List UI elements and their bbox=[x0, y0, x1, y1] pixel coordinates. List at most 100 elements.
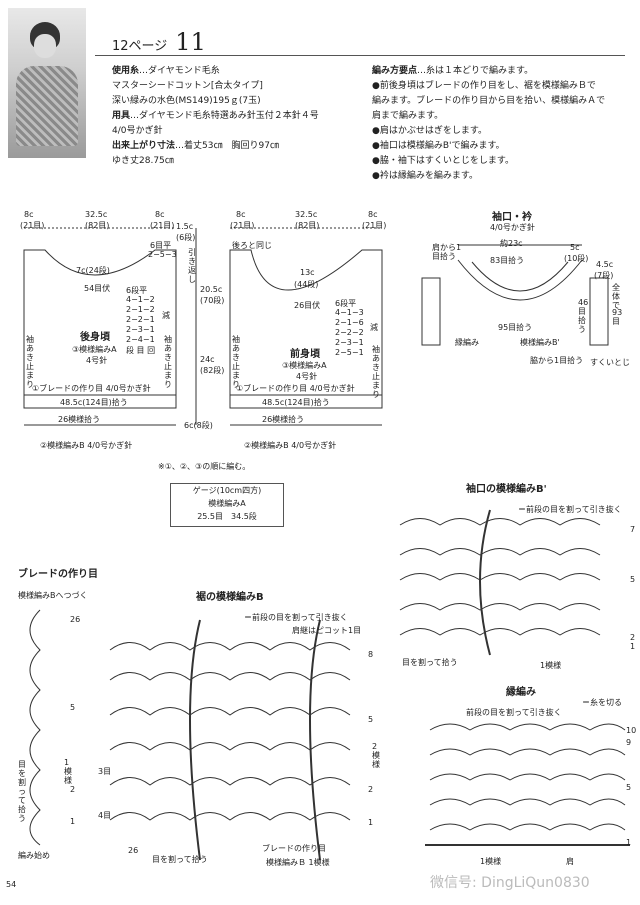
hem-legend-1: ＝前段の目を割って引き抜く bbox=[244, 613, 348, 622]
front-braid-cast-on: ①ブレードの作り目 4/0号かぎ針 bbox=[236, 384, 355, 393]
braid-row-1: 1 bbox=[70, 817, 76, 826]
point-2: ●肩はかぶせはぎをします。 bbox=[372, 126, 487, 136]
cuff-top-pick: 83目拾う bbox=[490, 256, 525, 265]
front-dec-4: 2−3−1 bbox=[335, 338, 364, 347]
edge-row-5: 5 bbox=[626, 783, 632, 792]
yarn-value: …ダイヤモンド毛糸 bbox=[139, 66, 220, 76]
front-pick-up: 26模様拾う bbox=[262, 415, 305, 424]
edge-one: 1模様 bbox=[480, 857, 502, 866]
hem-row-5: 5 bbox=[368, 715, 374, 724]
hem-row-1: 1 bbox=[368, 818, 374, 827]
back-shoulder-rows: (6段) bbox=[176, 233, 196, 242]
cuff-top-width: 約23c bbox=[500, 239, 523, 248]
back-hem-height: 6c(8段) bbox=[184, 421, 213, 430]
cuff-side-height: 4.5c bbox=[596, 260, 614, 269]
yarn-line2: マスターシードコットン[合太タイプ] bbox=[112, 81, 263, 91]
back-sleeve-open-right: 袖あき止まり bbox=[164, 335, 172, 389]
points-block: 編み方要点…糸は１本どりで編みます。 ●前後身頃はブレードの作り目をし、裾を模様… bbox=[372, 64, 627, 184]
cuffb-row-1: 1 bbox=[630, 642, 636, 651]
hem-pick-split: 目を割って拾う bbox=[152, 855, 208, 864]
cuff-pattern: 模様編みB' bbox=[520, 338, 560, 347]
cuff-mattress-stitch: すくいとじ bbox=[590, 358, 630, 367]
hem-one-b: 模様編みＢ 1模様 bbox=[266, 858, 330, 867]
braid-row-26: 26 bbox=[70, 615, 81, 624]
back-shoulder-flat: 6目平 bbox=[150, 241, 172, 250]
size-value: …着丈53㎝ 胸回り97㎝ bbox=[175, 141, 279, 151]
braid-to-b: 模様編みBへつづく bbox=[18, 591, 88, 600]
edge-chart-title: 縁編み bbox=[506, 687, 536, 698]
front-needle: 4号針 bbox=[296, 372, 318, 381]
front-body-outline bbox=[229, 249, 383, 409]
cuffb-chart-title: 袖口の模様編みB' bbox=[466, 484, 547, 495]
front-hem-pattern: ②模様編みB 4/0号かぎ針 bbox=[244, 441, 337, 450]
hem-row-8: 8 bbox=[368, 650, 374, 659]
back-width-mid: 32.5c bbox=[85, 210, 108, 219]
braid-start: 編み始め bbox=[18, 851, 50, 860]
back-width-left-stitches: (21目) bbox=[20, 221, 45, 230]
braid-chart-title: ブレードの作り目 bbox=[18, 569, 98, 580]
back-pick-up: 26模様拾う bbox=[58, 415, 101, 424]
hem-four-stitches: 4目 bbox=[98, 811, 112, 820]
front-width-left: 8c bbox=[236, 210, 246, 219]
model-photo bbox=[8, 8, 86, 158]
point-4: ●脇・袖下はすくいとじをします。 bbox=[372, 156, 514, 166]
back-width-right-stitches: (21目) bbox=[150, 221, 175, 230]
yarn-line3: 深い緑みの水色(MS149)195ｇ(7玉) bbox=[112, 96, 261, 106]
tools-value: …ダイヤモンド毛糸特選あみ針玉付２本針４号 bbox=[130, 111, 319, 121]
back-dec-2: 2−1−2 bbox=[126, 305, 155, 314]
cuff-side-rows: (10段) bbox=[564, 254, 589, 263]
front-neck-bindoff: 26目伏 bbox=[294, 301, 321, 310]
cuff-shoulder-pick: 肩から1目拾う bbox=[432, 243, 462, 261]
back-dec-header: 段 目 回 bbox=[126, 346, 156, 355]
gauge-title: ゲージ(10cm四方) bbox=[192, 486, 262, 495]
cuff-side-width: 5c bbox=[570, 243, 580, 252]
back-body-outline bbox=[23, 249, 177, 409]
point-1: ●前後身頃はブレードの作り目をし、裾を模様編みＢで bbox=[372, 81, 596, 91]
tools-label: 用具 bbox=[112, 111, 131, 121]
back-dec-4: 2−3−1 bbox=[126, 325, 155, 334]
front-same-as-back: 後ろと同じ bbox=[232, 241, 272, 250]
front-dec-3: 2−2−2 bbox=[335, 328, 364, 337]
cuffb-one: 1模様 bbox=[540, 661, 562, 670]
point-1b: 編みます。ブレードの作り目から目を拾い、模様編みＡで bbox=[372, 96, 606, 106]
hem-chart-title: 裾の模様編みB bbox=[196, 592, 264, 603]
front-sleeve-open-right: 袖あき止まり bbox=[372, 345, 380, 399]
cuff-needle: 4/0号かぎ針 bbox=[490, 223, 535, 232]
front-dec-1: 4−1−3 bbox=[335, 308, 364, 317]
front-neck-depth: 13c bbox=[300, 268, 315, 277]
back-shoulder-shaping: 2−5−3 bbox=[148, 250, 177, 259]
size-line2: ゆき丈28.75㎝ bbox=[112, 156, 174, 166]
back-width-right: 8c bbox=[155, 210, 165, 219]
back-neck-depth: 7c(24段) bbox=[76, 266, 110, 275]
back-width-left: 8c bbox=[24, 210, 34, 219]
back-dec-3: 2−2−1 bbox=[126, 315, 155, 324]
front-dec-suffix: 減 bbox=[370, 323, 378, 332]
page-number: 54 bbox=[6, 880, 17, 889]
gauge-pattern: 模様編みA bbox=[208, 499, 246, 508]
front-dec-title: 6段平 bbox=[335, 299, 357, 308]
back-width-mid-stitches: (82目) bbox=[85, 221, 110, 230]
cuff-total-label: 全体で bbox=[612, 283, 620, 310]
edge-legend: ＝糸を切る bbox=[582, 698, 622, 707]
cuff-side-height-rows: (7段) bbox=[594, 271, 614, 280]
braid-split-pick: 目を割って拾う bbox=[18, 760, 26, 823]
points-title: 編み方要点 bbox=[372, 66, 418, 76]
gauge-values: 25.5目 34.5段 bbox=[197, 512, 257, 521]
page-label: 12ページ bbox=[112, 39, 168, 54]
braid-row-2: 2 bbox=[70, 785, 76, 794]
front-dec-2: 2−1−6 bbox=[335, 318, 364, 327]
front-width-mid: 32.5c bbox=[295, 210, 318, 219]
back-neck-bindoff: 54目伏 bbox=[84, 284, 111, 293]
back-dec-title: 6段平 bbox=[126, 286, 148, 295]
back-body-height: 24c bbox=[200, 355, 215, 364]
front-bottom-width: 48.5c(124目)拾う bbox=[262, 398, 330, 407]
back-armhole-height: 20.5c bbox=[200, 285, 223, 294]
back-body-title: 後身頃 bbox=[80, 332, 110, 343]
cuff-pick-95: 95目拾う bbox=[498, 323, 533, 332]
front-width-mid-stitches: (82目) bbox=[295, 221, 320, 230]
hem-chart-stitches bbox=[109, 619, 351, 861]
cuffb-chart-stitches bbox=[399, 509, 601, 656]
edge-chart-stitches bbox=[425, 723, 630, 846]
cuffb-row-5: 5 bbox=[630, 575, 636, 584]
